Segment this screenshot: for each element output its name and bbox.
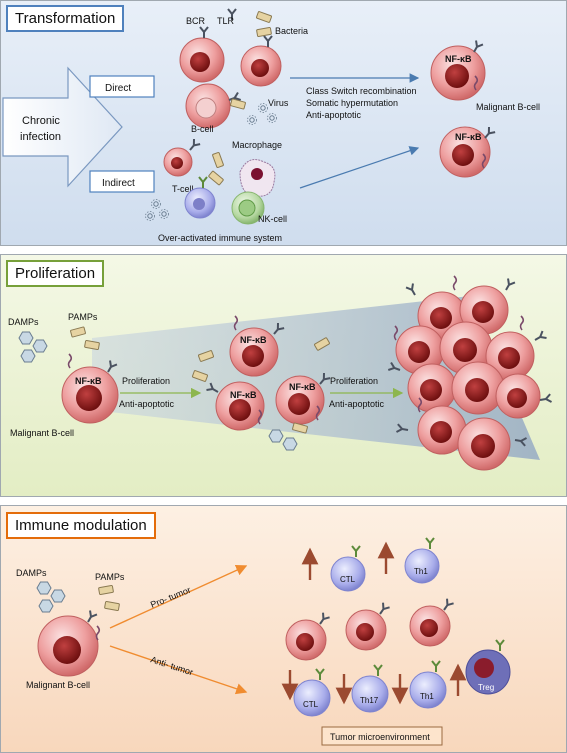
tumor-microenvironment-box [321,726,443,746]
damps-label-p2: DAMPs [8,317,39,327]
effect-line3: Anti-apoptotic [306,110,362,120]
proliferation-diagram: DAMPs PAMPs NF-κB Malignant B-cell Proli… [8,275,553,471]
anti-tumor-label: Anti- tumor [149,654,194,677]
pro-tumor-label: Pro- tumor [149,585,192,610]
ctl-label-top: CTL [340,575,356,584]
treg-cell [465,639,511,695]
transformation-arrow-bottom [299,146,420,189]
macrophage [239,159,276,197]
proliferation-label-1: Proliferation [122,376,170,386]
th1-cell-top [404,537,440,584]
malignant-label-p3: Malignant B-cell [26,680,90,690]
nfkb-label-p2: NF-κB [75,376,102,386]
malignant-bcell-p2 [61,353,119,424]
th17-label: Th17 [360,696,379,705]
nfkb-label-p2-right: NF-κB [289,382,316,392]
overactivated-label: Over-activated immune system [158,233,282,243]
bcell-top [179,26,225,83]
tlr-label: TLR [217,16,235,26]
direct-box [89,75,155,98]
th17-cell [351,664,389,713]
nfkb-label-top: NF-κB [445,54,472,64]
bacteria-label: Bacteria [275,26,308,36]
dividing-cell-left [205,381,265,431]
dividing-cell-right [275,372,332,425]
indirect-label: Indirect [102,178,135,189]
immune-modulation-diagram: DAMPs PAMPs Malignant B-cell Pro- tumor … [16,537,511,746]
th1-label-top: Th1 [414,567,428,576]
effect-line1: Class Switch recombination [306,86,417,96]
ctl-cell-top [330,545,366,592]
damps-label-p3: DAMPs [16,568,47,578]
macrophage-label: Macrophage [232,140,282,150]
tumor-cell-mid-1 [285,611,331,661]
malignant-bcell-p3 [37,609,101,677]
lymphocyte-blue [184,176,216,219]
immune-modulation-title: Immune modulation [6,512,156,539]
tcell-label: T-cell [172,184,194,194]
chronic-label-line1: Chronic [22,115,60,127]
chronic-label-line2: infection [20,131,61,143]
indirect-box [89,170,155,193]
tcell [163,138,202,177]
antiapoptotic-label-2: Anti-apoptotic [329,399,385,409]
pamps-label-p3: PAMPs [95,572,125,582]
effect-line2: Somatic hypermutation [306,98,398,108]
virus-label: Virus [268,98,289,108]
malignant-bcell-bottom [439,126,497,178]
dividing-cell-top [229,315,286,377]
anti-tumor-arrow [109,645,248,695]
pamps-label-p2: PAMPs [68,312,98,322]
transformation-diagram: Chronic infection Direct Indirect BCR TL… [2,8,540,243]
bcell-right [240,35,282,87]
nfkb-label-bottom: NF-κB [455,132,482,142]
nfkb-label-p2-top: NF-κB [240,335,267,345]
tumor-microenvironment-label: Tumor microenvironment [330,732,430,742]
th1-label-bottom: Th1 [420,692,434,701]
direct-label: Direct [105,83,131,94]
treg-label: Treg [478,683,494,692]
transformation-title: Transformation [6,5,125,32]
ctl-label-bottom: CTL [303,700,319,709]
bcr-label: BCR [186,16,206,26]
tumor-cell-mid-3 [409,597,455,647]
bcell-label: B-cell [191,124,214,134]
ctl-cell-bottom [293,668,331,717]
th1-cell-bottom [409,660,447,709]
nfkb-label-p2-left: NF-κB [230,390,257,400]
nkcell-label: NK-cell [258,214,287,224]
tumor-cluster [387,275,553,471]
malignant-bcell-top [430,39,486,101]
proliferation-label-2: Proliferation [330,376,378,386]
nk-cell [231,191,265,225]
pro-tumor-arrow [109,564,248,629]
bcell-main [185,83,242,129]
antiapoptotic-label-1: Anti-apoptotic [119,399,175,409]
proliferation-title: Proliferation [6,260,105,287]
malignant-label-transformation: Malignant B-cell [476,102,540,112]
tumor-cell-mid-2 [345,601,391,651]
malignant-label-p2: Malignant B-cell [10,428,74,438]
